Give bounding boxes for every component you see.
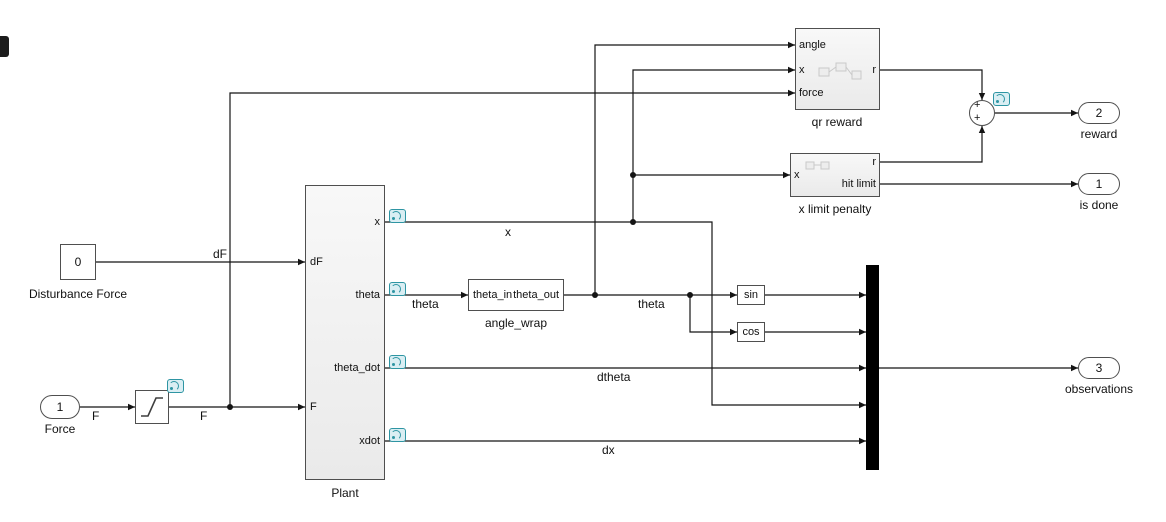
disturbance-force-label: Disturbance Force [28, 287, 128, 301]
x-limit-penalty-icon [805, 161, 830, 170]
mux-block[interactable] [866, 265, 879, 470]
angle-wrap-label: angle_wrap [484, 316, 548, 330]
qr-reward-port-force: force [799, 87, 824, 99]
canvas-edge-tab [0, 36, 9, 57]
signal-label-theta-2: theta [638, 297, 665, 311]
disturbance-force-constant-block[interactable]: 0 [60, 244, 96, 280]
plant-port-theta: theta [355, 289, 380, 301]
outport-number: 3 [1095, 361, 1103, 375]
wire-x-to-mux[interactable] [385, 221, 866, 409]
wire-theta-to-cos[interactable] [689, 295, 737, 336]
plant-label: Plant [331, 486, 359, 500]
x-limit-penalty-label: x limit penalty [798, 202, 872, 216]
reward-label: reward [1080, 127, 1118, 141]
sum-block[interactable] [969, 100, 995, 126]
signal-label-F: F [200, 409, 208, 423]
plant-port-xdot: xdot [359, 435, 380, 447]
signal-label-dx: dx [602, 443, 615, 457]
wire-force-to-qr-reward[interactable] [229, 89, 795, 407]
signal-label-F-in: F [92, 409, 100, 423]
branch-dot [630, 172, 636, 178]
angle-wrap-port-in: theta_in [473, 289, 513, 301]
x-limit-port-x: x [794, 169, 800, 181]
signal-logging-badge[interactable] [389, 428, 406, 442]
signal-label-x: x [505, 225, 511, 239]
outport-number: 2 [1095, 106, 1103, 120]
qr-reward-port-r: r [872, 64, 876, 76]
outport-number: 1 [1095, 177, 1103, 191]
qr-reward-port-x: x [799, 64, 805, 76]
branch-dot [687, 292, 693, 298]
sum-plus-top: + [974, 99, 981, 111]
plant-port-x: x [374, 216, 381, 228]
wire-x-to-qr-reward[interactable] [632, 66, 795, 222]
saturation-curve-icon [141, 397, 163, 417]
cos-block[interactable]: cos [737, 322, 765, 342]
qr-reward-icon [818, 62, 862, 80]
signal-logging-badge[interactable] [993, 92, 1010, 106]
qr-reward-block[interactable]: angle x force r [795, 28, 880, 110]
cos-text: cos [742, 326, 760, 338]
wire-theta-to-qr-reward[interactable] [594, 41, 795, 295]
reward-outport-block[interactable]: 2 [1078, 102, 1120, 124]
signal-logging-badge[interactable] [389, 282, 406, 296]
signal-logging-badge[interactable] [167, 379, 184, 393]
plant-port-dF: dF [310, 256, 323, 268]
signal-label-dtheta: dtheta [597, 370, 631, 384]
angle-wrap-block[interactable]: theta_in theta_out [468, 279, 564, 311]
x-limit-port-r: r [872, 156, 876, 168]
x-limit-port-hit-limit: hit limit [841, 178, 876, 190]
plant-subsystem-block[interactable]: dF F x theta theta_dot xdot [305, 185, 385, 480]
constant-value: 0 [74, 255, 82, 269]
sin-text: sin [743, 289, 759, 301]
branch-dot [630, 219, 636, 225]
signal-logging-badge[interactable] [389, 209, 406, 223]
branch-dot [227, 404, 233, 410]
qr-reward-label: qr reward [811, 115, 863, 129]
force-label: Force [44, 422, 76, 436]
x-limit-penalty-block[interactable]: x r hit limit [790, 153, 880, 197]
angle-wrap-port-out: theta_out [513, 289, 559, 301]
saturation-block[interactable] [135, 390, 169, 424]
plant-port-F: F [310, 401, 317, 413]
wire-x-limit-r-to-sum[interactable] [880, 126, 986, 163]
branch-dot [592, 292, 598, 298]
sin-block[interactable]: sin [737, 285, 765, 305]
plant-port-theta-dot: theta_dot [334, 362, 380, 374]
observations-outport-block[interactable]: 3 [1078, 357, 1120, 379]
is-done-outport-block[interactable]: 1 [1078, 173, 1120, 195]
observations-label: observations [1064, 382, 1134, 396]
force-inport-block[interactable]: 1 [40, 395, 80, 419]
signal-label-dF: dF [213, 247, 228, 261]
is-done-label: is done [1079, 198, 1119, 212]
sum-plus-bottom: + [974, 112, 981, 124]
wire-qr-reward-to-sum[interactable] [880, 69, 986, 100]
inport-number: 1 [56, 400, 64, 414]
signal-logging-badge[interactable] [389, 355, 406, 369]
qr-reward-port-angle: angle [799, 39, 826, 51]
signal-label-theta: theta [412, 297, 439, 311]
